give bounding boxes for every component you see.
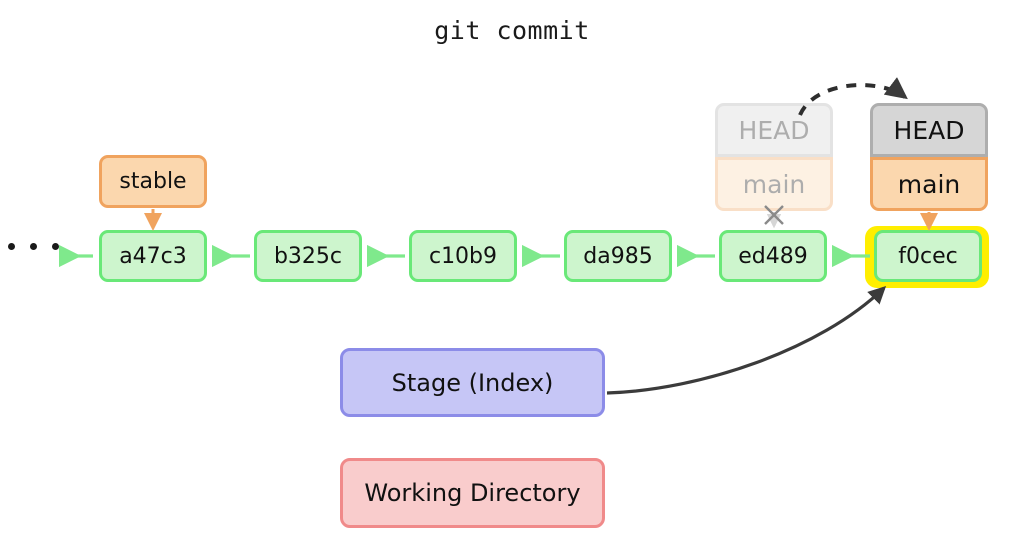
ellipsis-dot (30, 243, 37, 250)
commit-node-c10b9[interactable]: c10b9 (409, 230, 517, 282)
head-label-previous: HEAD (715, 103, 833, 157)
ellipsis-dot (8, 243, 15, 250)
commit-node-f0cec[interactable]: f0cec (874, 230, 982, 282)
commit-node-ed489[interactable]: ed489 (719, 230, 827, 282)
commit-node-da985[interactable]: da985 (564, 230, 672, 282)
branch-label-main-current[interactable]: main (870, 157, 988, 211)
branch-label-main-previous: main (715, 157, 833, 211)
page-title: git commit (434, 16, 590, 45)
ellipsis-dot (52, 243, 59, 250)
commit-node-a47c3[interactable]: a47c3 (99, 230, 207, 282)
commit-node-b325c[interactable]: b325c (254, 230, 362, 282)
stage-index-box[interactable]: Stage (Index) (340, 348, 605, 417)
working-directory-box[interactable]: Working Directory (340, 458, 605, 528)
stage-to-commit-arrow (606, 285, 887, 395)
head-label-current[interactable]: HEAD (870, 103, 988, 157)
history-ellipsis (8, 243, 59, 250)
branch-tag-stable[interactable]: stable (99, 155, 207, 208)
